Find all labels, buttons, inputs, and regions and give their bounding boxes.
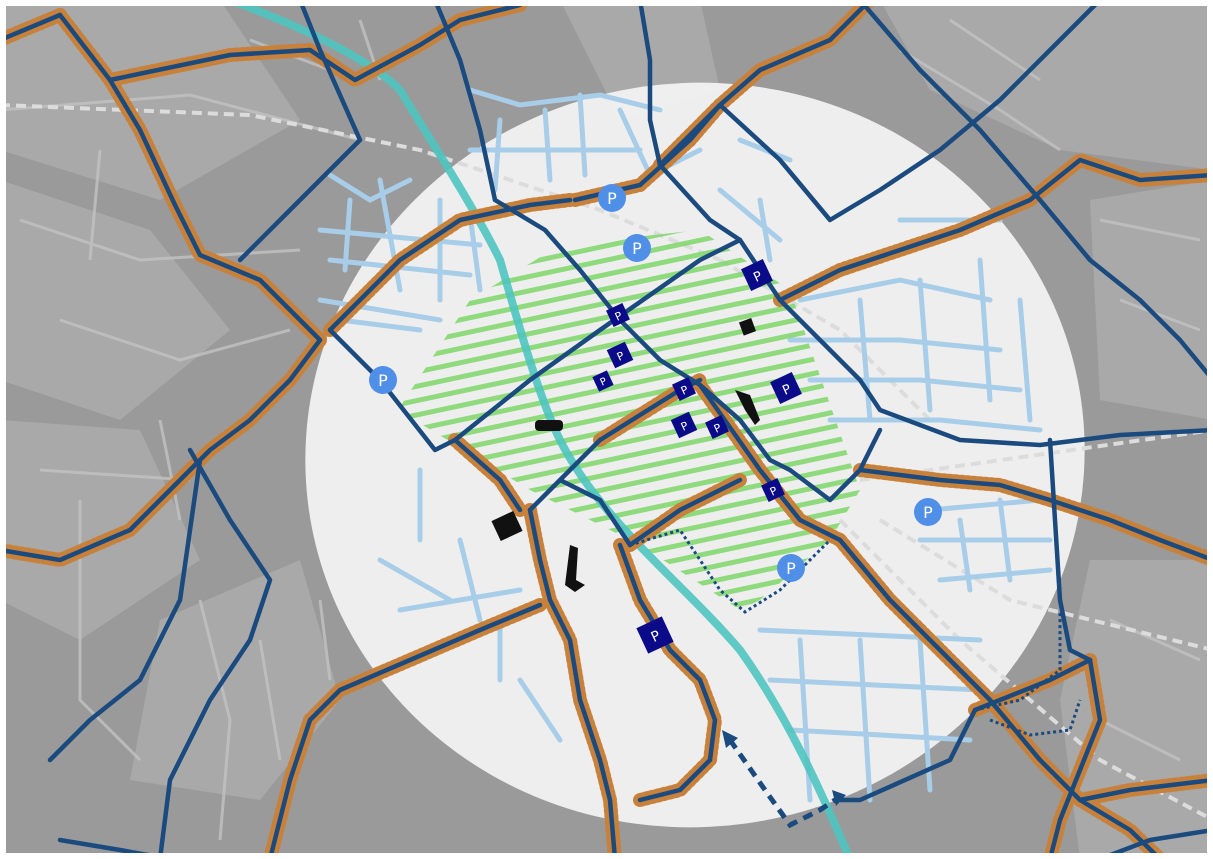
landmark-building-icon	[491, 318, 760, 592]
svg-text:P: P	[768, 484, 780, 499]
route-arrow-head-end	[832, 790, 846, 806]
svg-text:P: P	[613, 309, 625, 324]
parking-circle-icon[interactable]: P	[914, 498, 942, 526]
svg-text:P: P	[615, 349, 627, 364]
route-arrow-icon	[727, 738, 840, 829]
svg-text:P: P	[632, 239, 642, 258]
parking-garage-icon[interactable]: P	[606, 341, 634, 369]
svg-text:P: P	[679, 383, 691, 398]
svg-text:P: P	[679, 419, 691, 434]
parking-garage-icon[interactable]: P	[670, 411, 698, 439]
parking-circle-icon[interactable]: P	[369, 366, 397, 394]
parking-garage-icon[interactable]: P	[592, 370, 614, 392]
svg-text:P: P	[923, 503, 933, 522]
parking-public-markers[interactable]: P P P P P	[369, 184, 942, 582]
river	[228, 0, 854, 859]
svg-text:P: P	[712, 421, 724, 436]
parking-garage-icon[interactable]: P	[770, 372, 802, 404]
svg-text:P: P	[607, 189, 617, 208]
svg-text:P: P	[599, 376, 609, 389]
parking-garage-icon[interactable]: P	[636, 616, 674, 654]
parking-garage-icon[interactable]: P	[672, 377, 696, 401]
parking-circle-icon[interactable]: P	[598, 184, 626, 212]
parking-garage-icon[interactable]: P	[606, 303, 630, 327]
route-arrow-head-start	[722, 730, 738, 748]
parking-circle-icon[interactable]: P	[777, 554, 805, 582]
minor-streets	[0, 18, 1201, 841]
local-streets	[317, 87, 1053, 803]
dotted-paths	[629, 528, 1082, 737]
parking-garage-icon[interactable]: P	[705, 415, 729, 439]
svg-text:P: P	[786, 559, 796, 578]
parking-garage-icon[interactable]: P	[761, 478, 785, 502]
parking-garage-markers[interactable]: P P P P P P P P P P	[592, 259, 802, 654]
svg-text:P: P	[378, 371, 388, 390]
parking-circle-icon[interactable]: P	[623, 234, 651, 262]
parking-garage-icon[interactable]: P	[741, 259, 773, 291]
